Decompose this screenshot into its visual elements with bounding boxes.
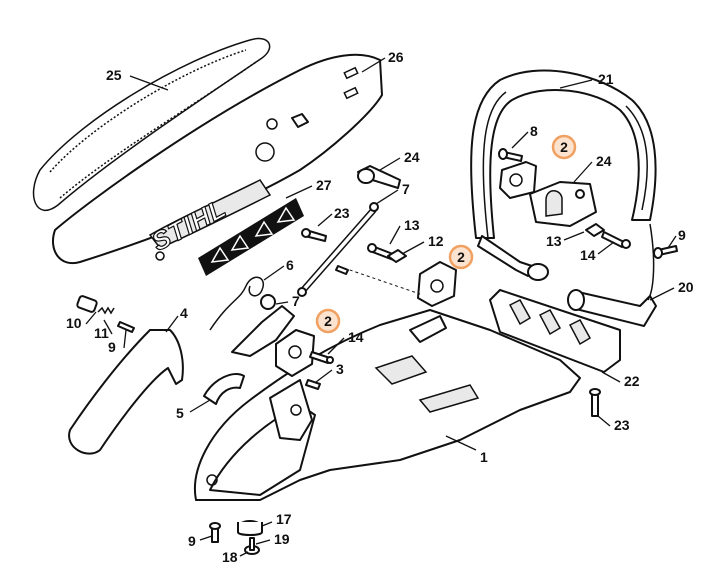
- callout-13-center: 12: [428, 233, 444, 249]
- part-2-bracket-left: [275, 329, 315, 377]
- highlight-marker-right: 2: [551, 134, 577, 160]
- part-19-handle-bar: [470, 69, 657, 281]
- callout-3: 3: [336, 361, 344, 377]
- callout-9-right: 9: [678, 227, 686, 243]
- callout-14-center: 13: [404, 217, 420, 233]
- callout-26: 24: [404, 149, 420, 165]
- callout-4: 4: [180, 305, 188, 321]
- callout-7: 7: [292, 293, 300, 309]
- highlight-marker-left: 2: [315, 308, 341, 334]
- part-23-belt: [32, 37, 271, 212]
- callout-20: 22: [624, 373, 640, 389]
- part-6-spring: [209, 276, 265, 331]
- callout-13-right: 13: [546, 233, 562, 249]
- part-22-clamp: [529, 181, 597, 227]
- callout-11: 10: [66, 315, 82, 331]
- callout-1: 1: [480, 449, 488, 465]
- part-4-trigger: [68, 329, 184, 455]
- part-17-screw: [249, 537, 255, 551]
- callout-25: 23: [334, 205, 350, 221]
- part-27-decal: [198, 198, 304, 276]
- part-14-screw-right: [601, 231, 631, 249]
- part-11-sleeve: [76, 295, 98, 313]
- callout-9-bottom: 9: [188, 533, 196, 549]
- callout-21: 23: [614, 417, 630, 433]
- highlight-label-left: 2: [324, 313, 332, 329]
- callout-27: 27: [316, 177, 332, 193]
- part-12-spring: [97, 306, 115, 315]
- callout-5: 5: [176, 405, 184, 421]
- part-9-screw-top: [498, 148, 523, 162]
- callout-17: 19: [274, 531, 290, 547]
- part-2-bracket-right: [499, 161, 537, 199]
- callout-labels: 25 26 21 24 27 7 23 8 24 13 12 13 14 9 6…: [66, 49, 694, 565]
- part-13-nut-center: [387, 249, 407, 263]
- highlight-label-right: 2: [560, 139, 568, 155]
- callout-19: 21: [598, 71, 614, 87]
- highlight-callouts: 2 2 2: [315, 134, 577, 334]
- highlight-label-center: 2: [457, 249, 465, 265]
- part-13-nut-right: [585, 223, 605, 237]
- part-24-sprocket-cover: [52, 53, 383, 265]
- callout-16: 18: [222, 549, 238, 565]
- callout-10: 9: [108, 339, 116, 355]
- callout-15: 17: [276, 511, 292, 527]
- callout-8: 7: [402, 181, 410, 197]
- callout-23: 25: [106, 67, 122, 83]
- part-7-lever: [231, 294, 295, 357]
- part-14-screw-left: [309, 351, 334, 364]
- part-9-screw-bottom: [209, 522, 221, 543]
- callout-24: 26: [388, 49, 404, 65]
- part-21-screw: [589, 388, 601, 417]
- part-9-screw-right: [653, 245, 678, 259]
- part-26-bolt: [357, 165, 401, 189]
- callout-14-right: 14: [580, 247, 596, 263]
- leader-lines: [85, 57, 677, 557]
- part-15-buffer: [237, 520, 263, 536]
- part-3-screw: [305, 379, 321, 390]
- callout-9-top: 8: [530, 123, 538, 139]
- part-18-handle-extension: [567, 223, 657, 327]
- part-25-screw: [301, 228, 327, 242]
- part-2-bracket-center: [335, 261, 457, 307]
- part-8-rod: [297, 202, 379, 297]
- callout-18: 20: [678, 279, 694, 295]
- callout-6: 6: [286, 257, 294, 273]
- part-10-pin: [117, 321, 135, 333]
- callout-14-left: 14: [348, 329, 364, 345]
- highlight-marker-center: 2: [448, 244, 474, 270]
- callout-12: 11: [94, 325, 109, 341]
- part-1-housing: [194, 309, 581, 501]
- part-5-lever: [203, 373, 245, 405]
- callout-22: 24: [596, 153, 612, 169]
- part-20-av-block: [489, 289, 621, 373]
